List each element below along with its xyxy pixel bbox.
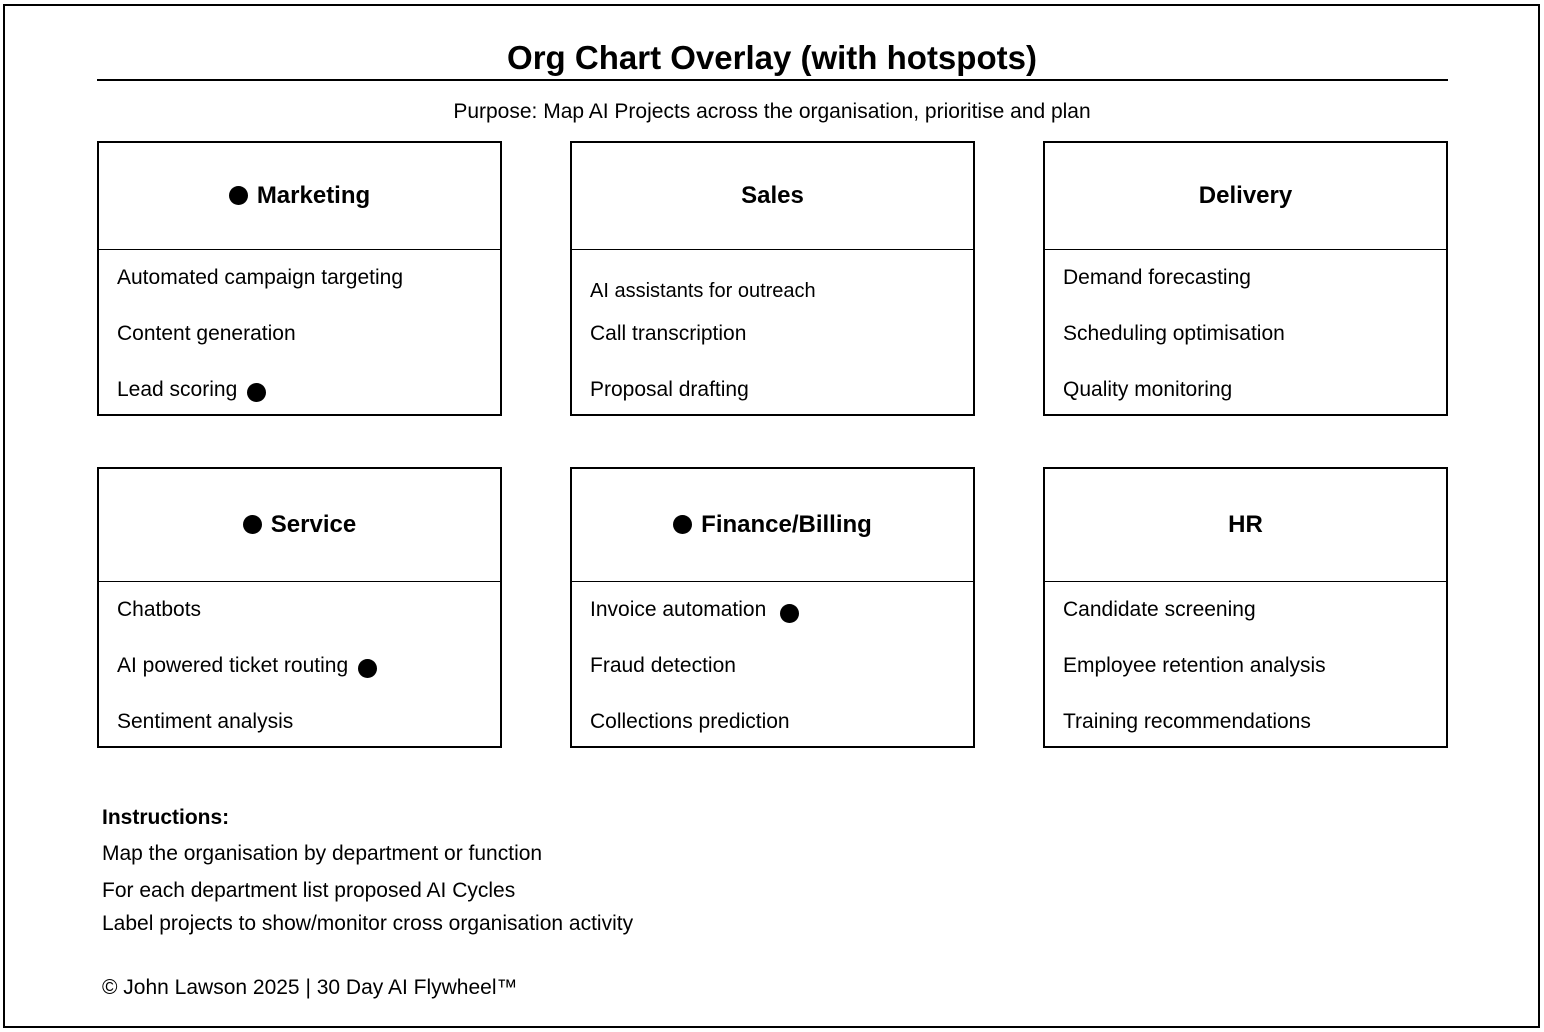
project-item: Candidate screening [1063, 598, 1256, 621]
project-item: Content generation [117, 322, 296, 345]
department-header: Finance/Billing [572, 469, 973, 582]
hotspot-dot-icon [780, 603, 800, 623]
page-frame [3, 4, 1540, 1028]
page-title: Org Chart Overlay (with hotspots) [507, 39, 1037, 76]
department-name: Service [270, 511, 357, 538]
project-item: Proposal drafting [590, 378, 749, 401]
project-item: Training recommendations [1063, 710, 1311, 733]
department-header: Sales [572, 143, 973, 250]
instruction-line: Label projects to show/monitor cross org… [102, 912, 634, 935]
department-name: Sales [741, 182, 804, 209]
department-name: Finance/Billing [701, 511, 872, 538]
project-item: Call transcription [590, 322, 747, 345]
hotspot-dot-icon [358, 658, 378, 678]
project-item: Automated campaign targeting [117, 266, 404, 289]
project-item: AI assistants for outreach [590, 280, 816, 302]
department-name: HR [1228, 511, 1263, 538]
project-item: AI powered ticket routing [117, 653, 378, 679]
instruction-line: Map the organisation by department or fu… [102, 842, 543, 865]
hotspot-dot-icon [673, 514, 693, 534]
project-item: Sentiment analysis [117, 710, 294, 733]
department-name: Marketing [256, 182, 371, 209]
project-item: Fraud detection [590, 654, 736, 677]
department-header: Marketing [99, 143, 500, 250]
project-item: Employee retention analysis [1063, 654, 1326, 677]
copyright-footer: © John Lawson 2025 | 30 Day AI Flywheel™ [102, 976, 518, 999]
department-card-finance-billing: Finance/Billing Invoice automation Fraud… [570, 467, 975, 748]
hotspot-dot-icon [247, 382, 267, 402]
project-item: Chatbots [117, 598, 202, 621]
instructions-heading: Instructions: [102, 806, 230, 829]
department-name: Delivery [1198, 182, 1293, 209]
project-item: Scheduling optimisation [1063, 322, 1285, 345]
instruction-line: For each department list proposed AI Cyc… [102, 879, 516, 902]
department-card-service: Service Chatbots AI powered ticket routi… [97, 467, 502, 748]
hotspot-dot-icon [228, 185, 248, 205]
project-item: Invoice automation [590, 597, 800, 623]
department-card-marketing: Marketing Automated campaign targeting C… [97, 141, 502, 416]
project-item: Demand forecasting [1063, 266, 1251, 289]
department-card-hr: HR Candidate screening Employee retentio… [1043, 467, 1448, 748]
project-item: Collections prediction [590, 710, 790, 733]
project-item: Quality monitoring [1063, 378, 1233, 401]
department-header: HR [1045, 469, 1446, 582]
department-header: Delivery [1045, 143, 1446, 250]
project-item: Lead scoring [117, 377, 267, 403]
department-header: Service [99, 469, 500, 582]
department-card-delivery: Delivery Demand forecasting Scheduling o… [1043, 141, 1448, 416]
title-divider [97, 79, 1448, 81]
department-card-sales: Sales AI assistants for outreach Call tr… [570, 141, 975, 416]
hotspot-dot-icon [242, 514, 262, 534]
purpose-text: Purpose: Map AI Projects across the orga… [453, 100, 1091, 123]
